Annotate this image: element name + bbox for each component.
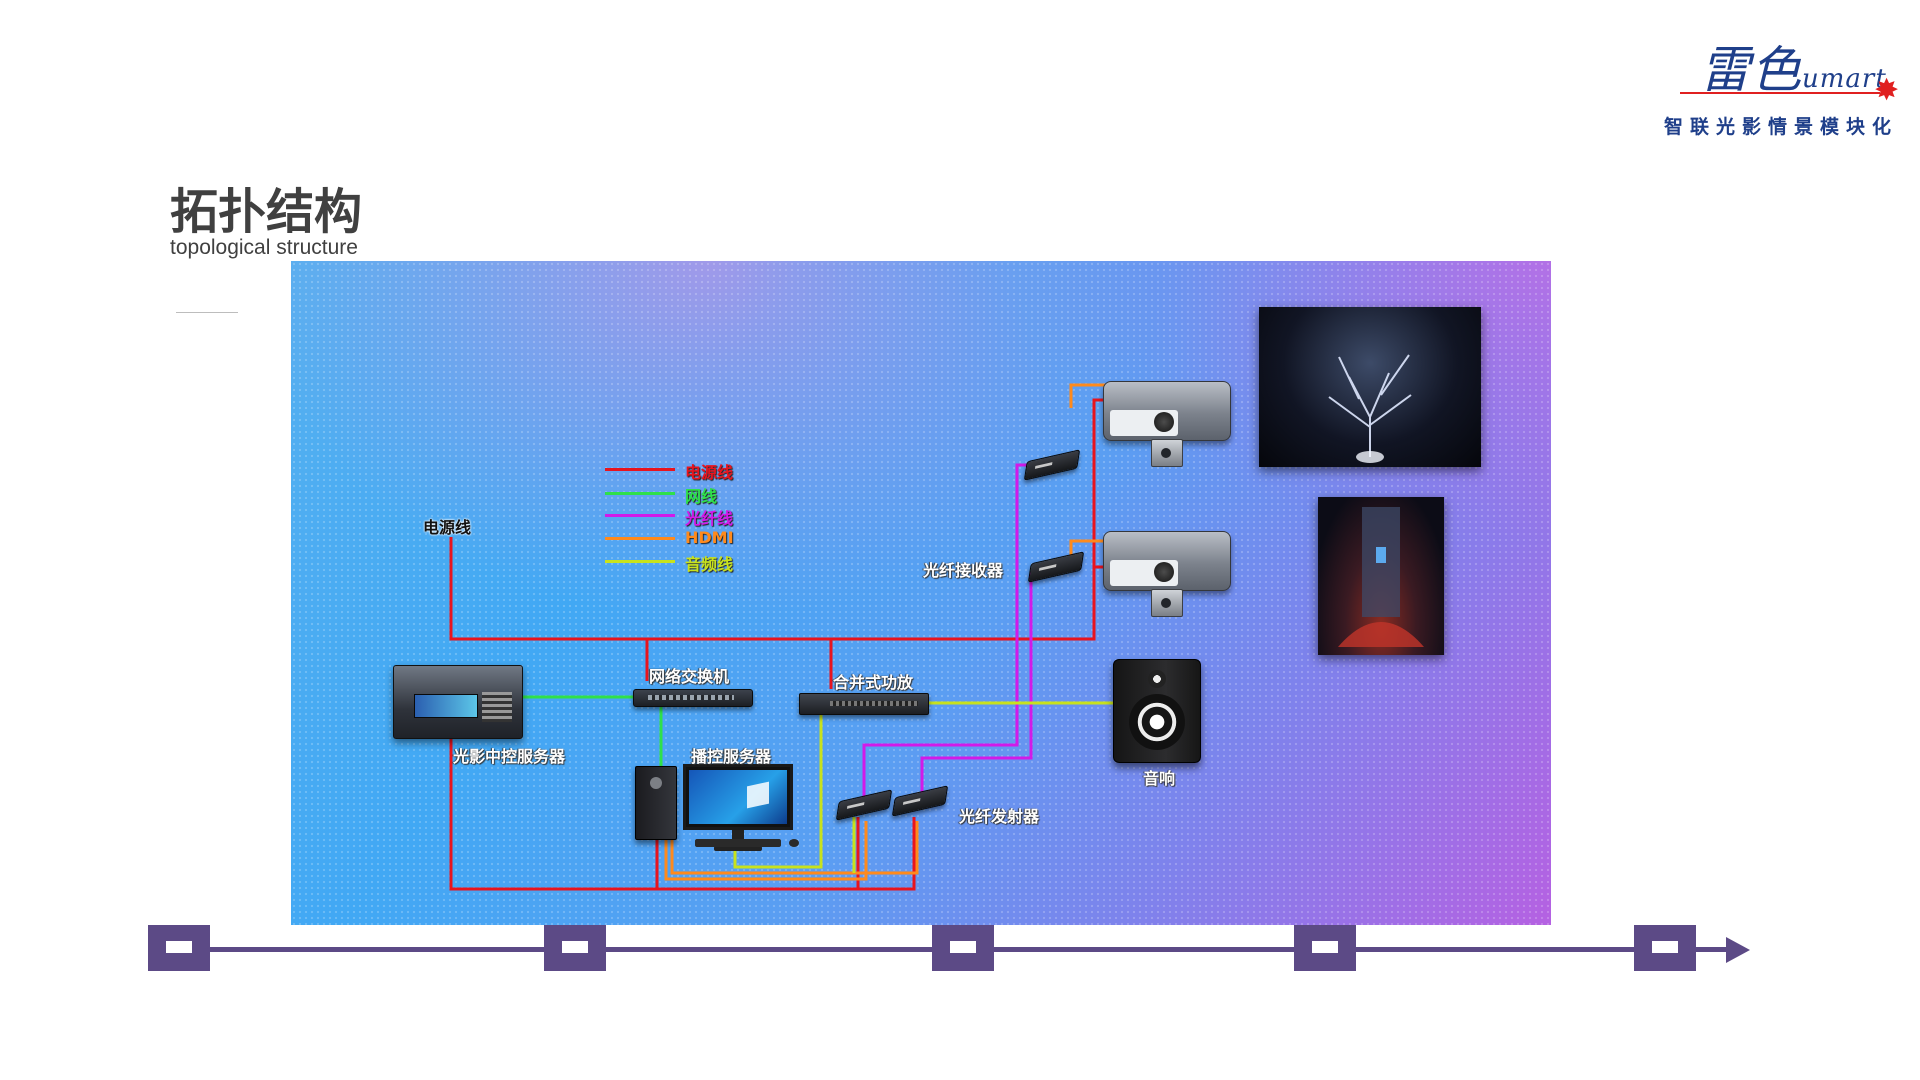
tree-light-illustration <box>1328 354 1412 463</box>
hdmi-wire-rx1 <box>1069 383 1107 408</box>
projector-icon <box>1103 523 1231 619</box>
speaker-label: 音响 <box>1143 769 1176 788</box>
trunk-light-illustration <box>1338 507 1424 647</box>
power-wire-bottom <box>449 716 916 891</box>
wiring-layer <box>449 383 1113 891</box>
fiber-wires <box>862 463 1049 797</box>
legend-swatch <box>605 560 675 563</box>
power-wire-main <box>449 398 1113 641</box>
legend-swatch <box>605 514 675 517</box>
fiber-receiver-label: 光纤接收器 <box>923 561 1004 580</box>
timeline-node[interactable] <box>544 925 606 971</box>
projection-tree-photo <box>1259 307 1481 467</box>
network-switch-icon <box>633 689 753 707</box>
central-server-icon <box>393 665 523 739</box>
fiber-wire-rx2 <box>920 571 1049 797</box>
projector-mount <box>1151 589 1183 617</box>
timeline-arrow-icon <box>1726 937 1750 963</box>
keyboard-icon <box>695 839 781 847</box>
speaker-icon <box>1113 659 1201 763</box>
hdmi-wire-rx2 <box>1069 539 1107 557</box>
monitor-base <box>714 846 762 851</box>
logo-star-icon: ✸ <box>1874 73 1900 108</box>
projection-trunk-photo <box>1318 497 1444 655</box>
audio-wires <box>733 701 1113 873</box>
timeline-node[interactable] <box>932 925 994 971</box>
legend-swatch <box>605 537 675 540</box>
speaker-tweeter <box>1148 670 1166 688</box>
timeline <box>148 924 1758 976</box>
topology-diagram: 电源线 网线 光纤线 HDMI 音频线 电源线 光影中控服务器 网络交换机 合并… <box>291 261 1551 925</box>
monitor-icon <box>683 764 793 830</box>
network-switch-label: 网络交换机 <box>649 667 730 686</box>
fiber-wire-rx1 <box>862 463 1027 797</box>
power-source-label: 电源线 <box>423 518 472 537</box>
projector-icon <box>1103 373 1231 469</box>
central-server-label: 光影中控服务器 <box>453 747 566 766</box>
title-divider <box>176 312 238 313</box>
network-wires <box>519 695 663 766</box>
server-drive-bays <box>482 692 512 722</box>
windows-logo-icon <box>689 770 787 824</box>
timeline-node[interactable] <box>1294 925 1356 971</box>
audio-wire-amp <box>733 713 823 869</box>
server-display <box>414 694 478 718</box>
brand-logo: 雷色umart ✸ 智联光影情景模块化 <box>1660 30 1920 140</box>
legend-swatch <box>605 492 675 495</box>
logo-tagline: 智联光影情景模块化 <box>1664 116 1899 138</box>
projector-lens <box>1154 412 1174 432</box>
logo-script: 雷色umart <box>1700 41 1887 99</box>
integrated-amp-icon <box>799 693 929 715</box>
timeline-node[interactable] <box>148 925 210 971</box>
pc-tower-icon <box>635 766 677 840</box>
projector-body <box>1103 381 1231 441</box>
projector-body <box>1103 531 1231 591</box>
playback-server-label: 播控服务器 <box>691 747 772 766</box>
mouse-icon <box>789 839 799 847</box>
projector-lens <box>1154 562 1174 582</box>
fiber-transmitter-label: 光纤发射器 <box>959 807 1040 826</box>
projector-mount <box>1151 439 1183 467</box>
integrated-amp-label: 合并式功放 <box>833 673 914 692</box>
page-subtitle: topological structure <box>170 236 358 259</box>
logo-underline <box>1680 92 1880 94</box>
legend-swatch <box>605 468 675 471</box>
power-wires <box>449 398 1113 891</box>
speaker-woofer <box>1129 694 1185 750</box>
timeline-node[interactable] <box>1634 925 1696 971</box>
page-title: 拓扑结构 <box>170 184 363 240</box>
